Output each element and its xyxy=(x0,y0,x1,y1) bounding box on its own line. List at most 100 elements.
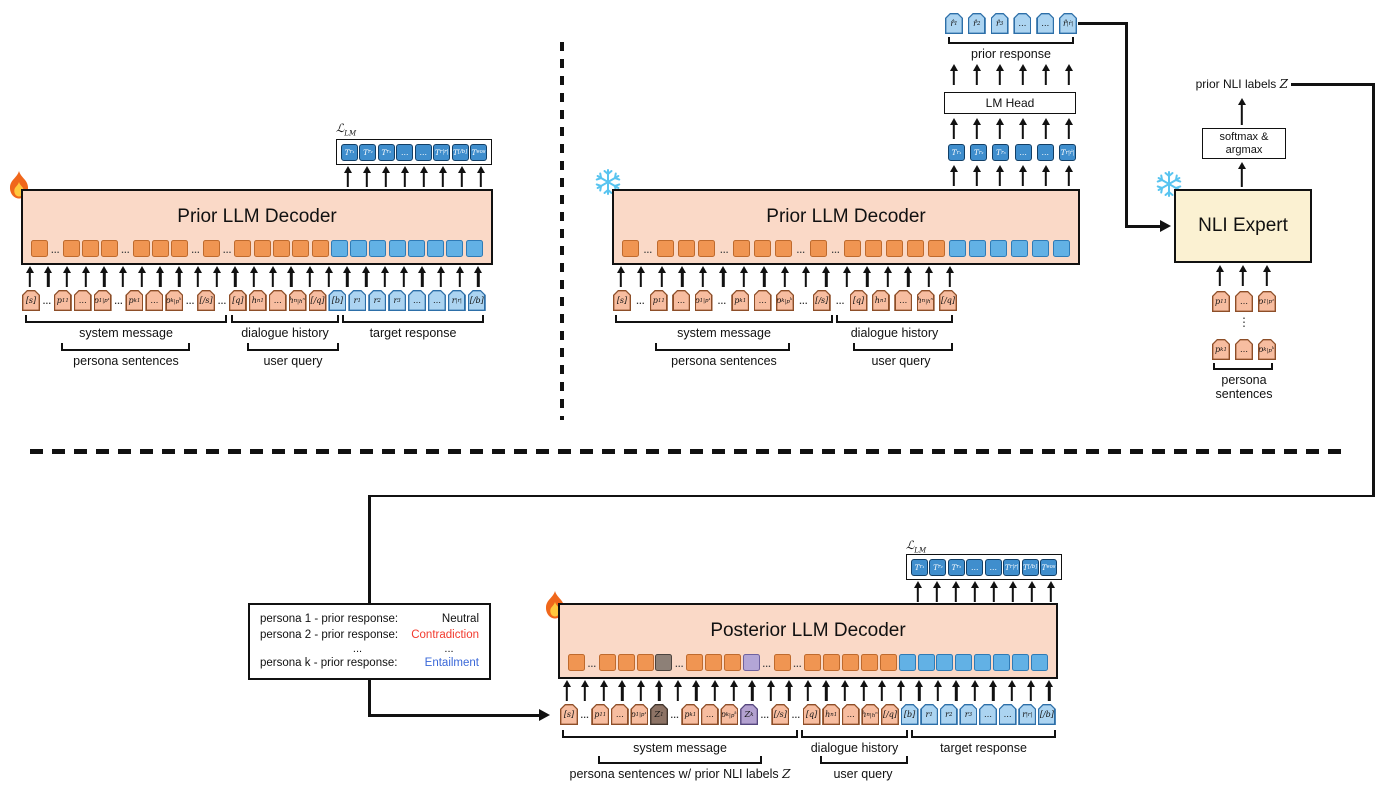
up-arrow xyxy=(780,266,791,287)
up-arrow xyxy=(1236,162,1247,187)
up-arrow xyxy=(969,680,980,701)
connector-arrowhead xyxy=(539,708,550,721)
state-square xyxy=(234,240,252,257)
up-arrow xyxy=(862,266,873,287)
up-arrow xyxy=(738,266,749,287)
state-square xyxy=(292,240,310,257)
up-arrow xyxy=(1238,265,1249,286)
up-arrow xyxy=(677,266,688,287)
token: … xyxy=(701,704,719,725)
token: … xyxy=(760,709,770,720)
state-square xyxy=(350,240,368,257)
state-square xyxy=(705,654,722,671)
state-square xyxy=(969,240,987,257)
bracket-system-message xyxy=(562,730,798,738)
token: [/q] xyxy=(309,290,327,311)
up-arrow xyxy=(841,266,852,287)
up-arrow xyxy=(118,266,129,287)
token: [/b] xyxy=(468,290,486,311)
up-arrow xyxy=(61,266,72,287)
up-arrow xyxy=(882,266,893,287)
loss-label: ℒLM xyxy=(906,538,927,555)
token: … xyxy=(580,709,590,720)
softmax-line: softmax & xyxy=(1219,130,1269,143)
up-arrow xyxy=(211,266,222,287)
token: r̂2 xyxy=(968,13,986,34)
bracket-target-response xyxy=(911,730,1056,738)
state-square xyxy=(617,654,635,671)
nli-expert-box: NLI Expert xyxy=(1174,189,1312,263)
up-arrow xyxy=(267,266,278,287)
vertical-ellipsis: ⋮ xyxy=(1238,315,1250,329)
token: … xyxy=(754,290,772,311)
hidden-token: … xyxy=(1036,144,1054,161)
state-square xyxy=(1011,654,1029,671)
up-arrow xyxy=(437,166,448,187)
token: … xyxy=(791,709,801,720)
bracket-system-message xyxy=(615,315,833,323)
token: [s] xyxy=(560,704,578,725)
up-arrow xyxy=(951,680,962,701)
bracket-dialogue-history xyxy=(801,730,908,738)
token: … xyxy=(74,290,92,311)
up-arrow xyxy=(635,680,646,701)
bracket-user-query xyxy=(853,343,953,351)
annotation-label: persona 2 - prior response: xyxy=(260,629,399,641)
up-arrow xyxy=(1236,98,1247,125)
up-arrow xyxy=(615,266,626,287)
state-square xyxy=(311,240,329,257)
connector-line xyxy=(1125,225,1162,228)
state-square xyxy=(762,654,772,671)
brace-label: persona sentences xyxy=(1192,373,1296,401)
token: … xyxy=(408,290,426,311)
up-arrow xyxy=(1017,165,1028,186)
token: [s] xyxy=(613,290,631,311)
up-arrow xyxy=(454,266,465,287)
up-arrow xyxy=(473,266,484,287)
up-arrow xyxy=(598,680,609,701)
up-arrow xyxy=(380,166,391,187)
bracket-persona-sentences xyxy=(655,343,790,351)
state-square xyxy=(1052,240,1070,257)
up-arrow xyxy=(654,680,665,701)
connector-line xyxy=(368,494,1374,497)
arrow-row xyxy=(1214,265,1272,286)
up-arrow xyxy=(24,266,35,287)
token: … xyxy=(1036,13,1054,34)
bracket-persona-sentences xyxy=(61,343,190,351)
up-arrow xyxy=(636,266,647,287)
state-square xyxy=(369,240,387,257)
state-square xyxy=(636,654,654,671)
state-square xyxy=(598,654,616,671)
token: r|r| xyxy=(1018,704,1036,725)
brace-label: persona sentences w/ prior NLI labels Z xyxy=(569,767,791,781)
bracket-system-message xyxy=(25,315,227,323)
state-square xyxy=(151,240,169,257)
token: … xyxy=(611,704,629,725)
horizontal-dashed-separator xyxy=(30,449,1345,454)
token: r|r| xyxy=(448,290,466,311)
up-arrow xyxy=(839,680,850,701)
up-arrow xyxy=(912,581,923,602)
brace-label: user query xyxy=(833,767,893,781)
connector-line xyxy=(1078,22,1127,25)
up-arrow xyxy=(617,680,628,701)
state-square xyxy=(388,240,406,257)
state-square xyxy=(948,240,966,257)
